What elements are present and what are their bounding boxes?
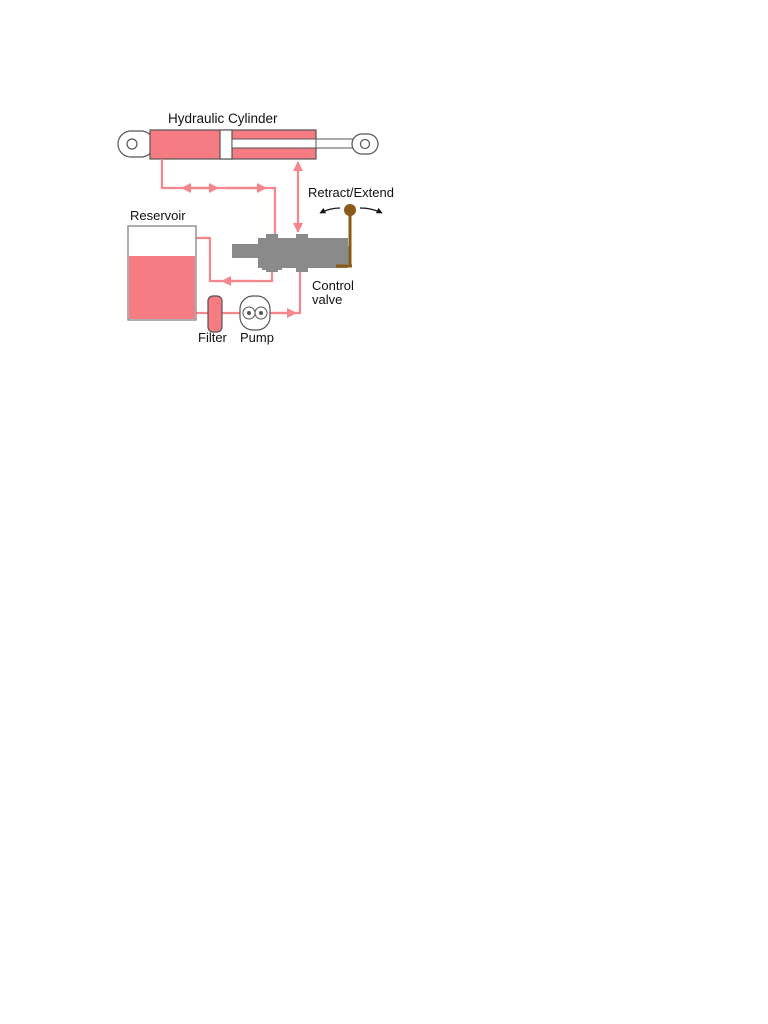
control-valve xyxy=(232,234,350,272)
extend-direction-arrow xyxy=(359,207,383,214)
pressure-line xyxy=(270,270,302,315)
filter xyxy=(207,295,223,333)
retract-extend-label: Retract/Extend xyxy=(308,185,394,200)
pump-label: Pump xyxy=(240,330,274,345)
cylinder-label: Hydraulic Cylinder xyxy=(168,111,278,126)
pump xyxy=(239,295,271,331)
retract-direction-arrow xyxy=(319,207,341,214)
reservoir-label: Reservoir xyxy=(130,208,186,223)
control-valve-label-line1: Control xyxy=(312,278,354,293)
return-line-2 xyxy=(188,236,222,283)
cylinder-rod-inner xyxy=(231,138,317,149)
reservoir-fluid xyxy=(129,256,195,319)
lever-knob xyxy=(344,204,356,216)
reservoir xyxy=(127,225,197,321)
cylinder-piston xyxy=(219,129,233,160)
control-valve-label-line2: valve xyxy=(312,292,342,307)
fluid-lines xyxy=(160,159,304,319)
filter-label: Filter xyxy=(198,330,228,345)
hydraulic-cylinder xyxy=(117,129,379,160)
valve-lever xyxy=(336,204,356,268)
